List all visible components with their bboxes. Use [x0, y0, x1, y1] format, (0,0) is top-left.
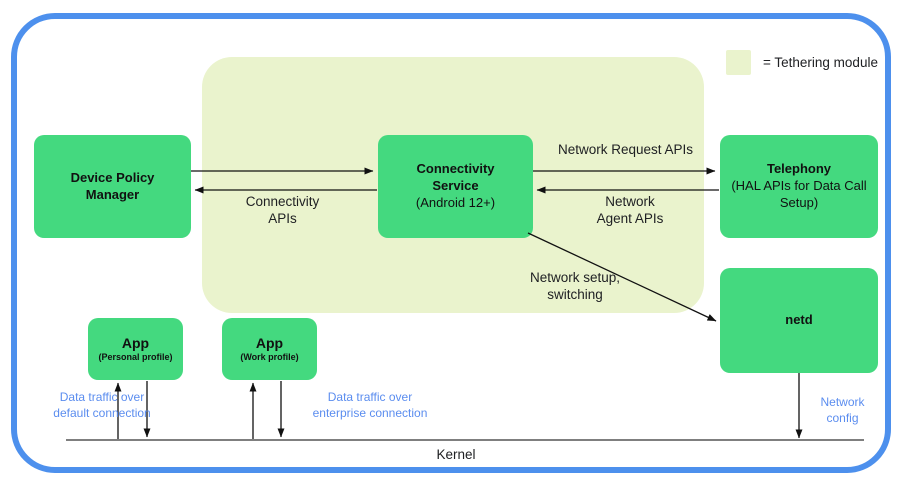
edge-label-connectivity-apis: Connectivity APIs	[245, 194, 320, 227]
node-app-personal-profile[interactable]: App (Personal profile)	[88, 318, 183, 380]
kernel-label: Kernel	[436, 447, 476, 462]
legend-label: = Tethering module	[763, 55, 878, 70]
node-subtitle: (Personal profile)	[98, 352, 173, 363]
node-title-line1: App	[255, 335, 284, 352]
device-boundary-frame	[11, 13, 891, 473]
edge-label-network-request-apis: Network Request APIs	[557, 142, 694, 157]
node-title-line1: Device Policy	[70, 169, 155, 185]
edge-label-network-agent-apis: Network Agent APIs	[596, 194, 664, 227]
legend: = Tethering module	[726, 50, 878, 75]
node-app-work-profile[interactable]: App (Work profile)	[222, 318, 317, 380]
node-title-line2: Service	[432, 178, 479, 194]
node-netd[interactable]: netd	[720, 268, 878, 373]
annotation-default-connection: Data traffic over default connection	[53, 390, 151, 420]
node-title-line1: App	[121, 335, 150, 352]
edge-label-network-setup-switching: Network setup, switching	[529, 270, 621, 303]
node-telephony[interactable]: Telephony (HAL APIs for Data Call Setup)	[720, 135, 878, 238]
node-device-policy-manager[interactable]: Device Policy Manager	[34, 135, 191, 238]
node-connectivity-service[interactable]: Connectivity Service (Android 12+)	[378, 135, 533, 238]
node-subtitle: (Android 12+)	[415, 194, 496, 210]
node-title-line1: Telephony	[766, 161, 832, 177]
tethering-module-swatch	[726, 50, 751, 75]
node-title-line2: Manager	[85, 186, 140, 202]
node-subtitle: (Work profile)	[240, 352, 299, 363]
node-title-line1: Connectivity	[416, 161, 495, 177]
annotation-enterprise-connection: Data traffic over enterprise connection	[312, 390, 428, 420]
node-title-line1: netd	[785, 312, 813, 328]
node-subtitle: (HAL APIs for Data Call Setup)	[731, 178, 867, 210]
annotation-network-config: Network config	[820, 395, 865, 425]
